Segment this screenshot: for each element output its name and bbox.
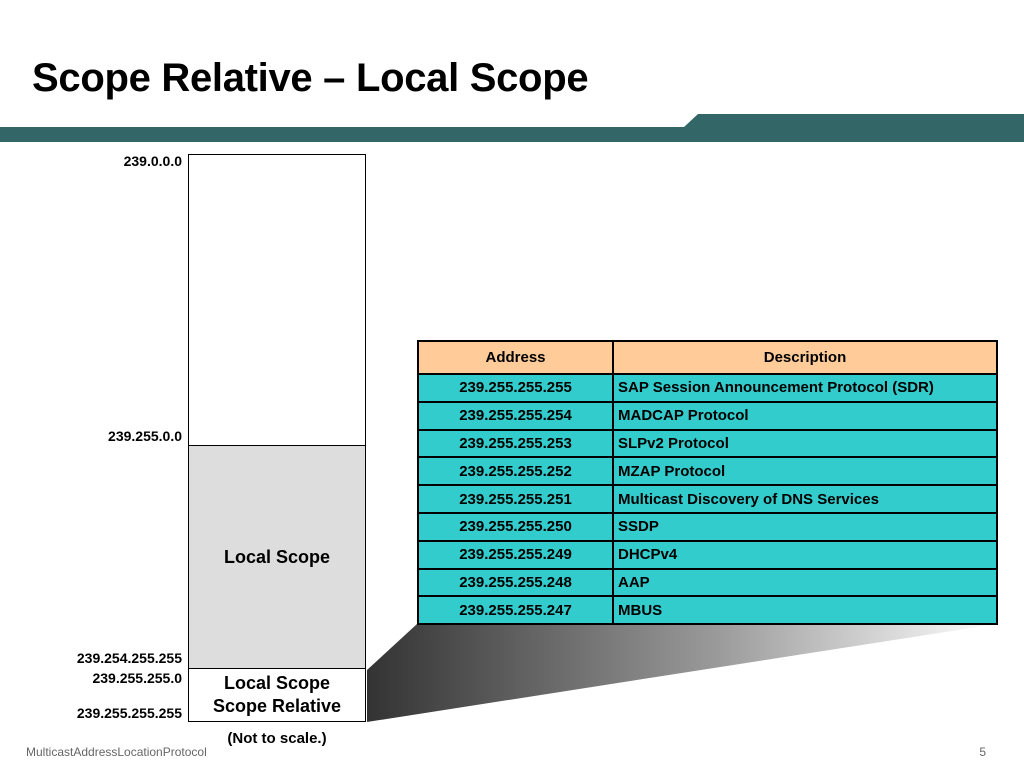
table-cell-description: DHCPv4 <box>612 539 998 570</box>
table-cell-description: SLPv2 Protocol <box>612 428 998 459</box>
address-label-relative-end: 239.255.255.255 <box>76 705 182 721</box>
table-row: 239.255.255.249 DHCPv4 <box>417 539 998 570</box>
table-row: 239.255.255.248 AAP <box>417 567 998 598</box>
table-cell-address: 239.255.255.252 <box>417 456 614 487</box>
table-header-description: Description <box>612 340 998 375</box>
table-cell-description: SSDP <box>612 511 998 542</box>
table-row: 239.255.255.247 MBUS <box>417 595 998 626</box>
scope-relative-block: Local Scope Scope Relative <box>188 669 366 722</box>
address-label-top: 239.0.0.0 <box>123 153 182 169</box>
scale-note: (Not to scale.) <box>227 730 327 747</box>
table-cell-description: SAP Session Announcement Protocol (SDR) <box>612 373 998 403</box>
table-header-row: Address Description <box>417 340 998 375</box>
scope-column: Local Scope Local Scope Scope Relative <box>188 154 366 722</box>
slide-title: Scope Relative – Local Scope <box>32 56 589 100</box>
funnel-shape <box>367 624 997 722</box>
table-row: 239.255.255.253 SLPv2 Protocol <box>417 428 998 459</box>
table-cell-description: MBUS <box>612 595 998 626</box>
table-cell-address: 239.255.255.254 <box>417 400 614 431</box>
local-scope-block: Local Scope <box>188 445 366 669</box>
table-row: 239.255.255.250 SSDP <box>417 511 998 542</box>
title-bar-band <box>0 127 1024 142</box>
page-number: 5 <box>979 745 986 759</box>
table-cell-address: 239.255.255.255 <box>417 373 614 403</box>
table-cell-address: 239.255.255.250 <box>417 511 614 542</box>
scope-relative-line2: Scope Relative <box>212 696 342 716</box>
table-cell-description: MADCAP Protocol <box>612 400 998 431</box>
title-bar <box>0 114 1024 142</box>
address-table: Address Description 239.255.255.255 SAP … <box>417 340 998 626</box>
local-scope-label: Local Scope <box>223 546 331 567</box>
table-cell-address: 239.255.255.247 <box>417 595 614 626</box>
address-label-mid: 239.255.0.0 <box>108 428 182 444</box>
address-label-local-end: 239.254.255.255 <box>76 650 182 666</box>
address-label-relative-start: 239.255.255.0 <box>92 670 182 686</box>
table-cell-address: 239.255.255.248 <box>417 567 614 598</box>
table-cell-address: 239.255.255.253 <box>417 428 614 459</box>
scope-segment-upper <box>188 154 366 445</box>
footer-text: MulticastAddressLocationProtocol <box>26 745 207 759</box>
table-row: 239.255.255.254 MADCAP Protocol <box>417 400 998 431</box>
table-cell-description: AAP <box>612 567 998 598</box>
table-cell-description: MZAP Protocol <box>612 456 998 487</box>
scope-relative-line1: Local Scope <box>223 673 331 693</box>
table-row: 239.255.255.251 Multicast Discovery of D… <box>417 484 998 514</box>
table-row: 239.255.255.252 MZAP Protocol <box>417 456 998 487</box>
table-header-address: Address <box>417 340 614 375</box>
table-cell-address: 239.255.255.251 <box>417 484 614 514</box>
table-cell-address: 239.255.255.249 <box>417 539 614 570</box>
title-bar-tab <box>684 114 1024 127</box>
table-cell-description: Multicast Discovery of DNS Services <box>612 484 998 514</box>
table-row: 239.255.255.255 SAP Session Announcement… <box>417 373 998 403</box>
